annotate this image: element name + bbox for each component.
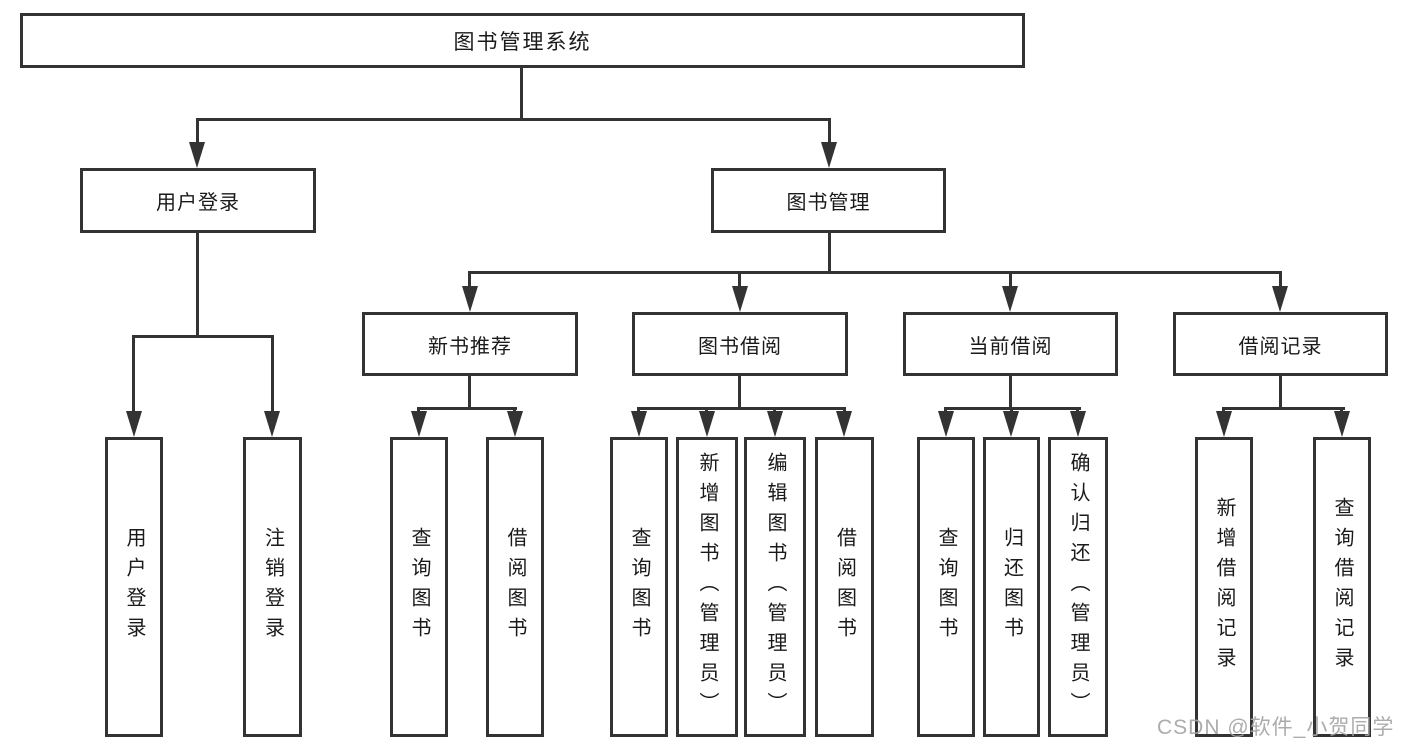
connector-line xyxy=(1009,271,1012,287)
leaf-label: 编辑图书（管理员） xyxy=(764,452,786,722)
connector-line xyxy=(271,335,274,413)
node-library-system: 图书管理系统 xyxy=(20,13,1025,68)
connector-arrowhead xyxy=(1002,286,1018,312)
connector-line xyxy=(637,407,846,410)
leaf-label: 借阅图书 xyxy=(833,527,856,647)
connector-line xyxy=(196,233,199,337)
leaf-label: 归还图书 xyxy=(1000,527,1023,647)
leaf-label: 注销登录 xyxy=(261,527,284,647)
leaf-label: 查询图书 xyxy=(408,527,430,647)
connector-arrowhead xyxy=(126,411,142,437)
connector-line xyxy=(828,233,831,274)
connector-line xyxy=(468,376,471,409)
leaf-borrow-book: 借阅图书 xyxy=(815,437,874,737)
connector-line xyxy=(738,376,741,409)
leaf-query-borrow-record: 查询借阅记录 xyxy=(1313,437,1371,737)
connector-arrowhead xyxy=(189,142,205,168)
connector-line xyxy=(828,118,831,144)
connector-arrowhead xyxy=(1003,411,1019,437)
connector-arrowhead xyxy=(821,142,837,168)
connector-line xyxy=(1009,376,1012,409)
node-label: 新书推荐 xyxy=(428,335,512,358)
leaf-label: 借阅图书 xyxy=(504,527,526,647)
leaf-label: 查询借阅记录 xyxy=(1331,497,1353,677)
node-label: 当前借阅 xyxy=(968,335,1053,358)
connector-line xyxy=(1279,271,1282,287)
connector-arrowhead xyxy=(264,411,280,437)
node-label: 借阅记录 xyxy=(1238,335,1323,358)
connector-arrowhead xyxy=(507,411,523,437)
leaf-add-book-admin: 新增图书（管理员） xyxy=(676,437,738,737)
connector-arrowhead xyxy=(699,411,715,437)
leaf-edit-book-admin: 编辑图书（管理员） xyxy=(744,437,806,737)
leaf-confirm-return-admin: 确认归还（管理员） xyxy=(1048,437,1108,737)
leaf-return-book: 归还图书 xyxy=(983,437,1040,737)
leaf-label: 用户登录 xyxy=(123,527,145,647)
leaf-query-book-recommend: 查询图书 xyxy=(390,437,448,737)
connector-arrowhead xyxy=(411,411,427,437)
connector-arrowhead xyxy=(462,286,478,312)
leaf-label: 查询图书 xyxy=(935,527,957,647)
node-book-borrowing: 图书借阅 xyxy=(632,312,848,376)
leaf-user-login: 用户登录 xyxy=(105,437,163,737)
csdn-watermark: CSDN @软件_小贺同学 xyxy=(1157,716,1395,739)
node-label: 图书借阅 xyxy=(698,335,782,358)
connector-line xyxy=(468,271,471,287)
connector-line xyxy=(196,118,831,121)
connector-line xyxy=(520,68,523,120)
connector-arrowhead xyxy=(1216,411,1232,437)
connector-line xyxy=(196,118,199,144)
connector-line xyxy=(1222,407,1345,410)
node-label: 图书管理系统 xyxy=(453,30,592,54)
connector-arrowhead xyxy=(1334,411,1350,437)
leaf-label: 查询图书 xyxy=(628,527,650,647)
leaf-label: 确认归还（管理员） xyxy=(1067,452,1089,722)
connector-arrowhead xyxy=(767,411,783,437)
connector-arrowhead xyxy=(1272,286,1288,312)
leaf-add-borrow-record: 新增借阅记录 xyxy=(1195,437,1253,737)
connector-arrowhead xyxy=(938,411,954,437)
node-new-book-recommend: 新书推荐 xyxy=(362,312,578,376)
connector-arrowhead xyxy=(1070,411,1086,437)
node-book-management: 图书管理 xyxy=(711,168,946,233)
node-current-borrowing: 当前借阅 xyxy=(903,312,1118,376)
leaf-query-book-current: 查询图书 xyxy=(917,437,975,737)
connector-arrowhead xyxy=(732,286,748,312)
node-borrowing-records: 借阅记录 xyxy=(1173,312,1388,376)
leaf-label: 新增借阅记录 xyxy=(1213,497,1235,677)
connector-line xyxy=(469,271,1282,274)
connector-line xyxy=(738,271,741,287)
connector-line xyxy=(132,335,135,413)
connector-line xyxy=(1279,376,1282,409)
leaf-query-book-borrowing: 查询图书 xyxy=(610,437,668,737)
connector-line xyxy=(132,335,274,338)
leaf-logout: 注销登录 xyxy=(243,437,302,737)
connector-arrowhead xyxy=(631,411,647,437)
leaf-label: 新增图书（管理员） xyxy=(696,452,718,722)
connector-arrowhead xyxy=(836,411,852,437)
connector-line xyxy=(417,407,517,410)
node-label: 用户登录 xyxy=(156,192,240,214)
node-user-login: 用户登录 xyxy=(80,168,316,233)
node-label: 图书管理 xyxy=(786,192,871,214)
leaf-borrow-book-recommend: 借阅图书 xyxy=(486,437,544,737)
